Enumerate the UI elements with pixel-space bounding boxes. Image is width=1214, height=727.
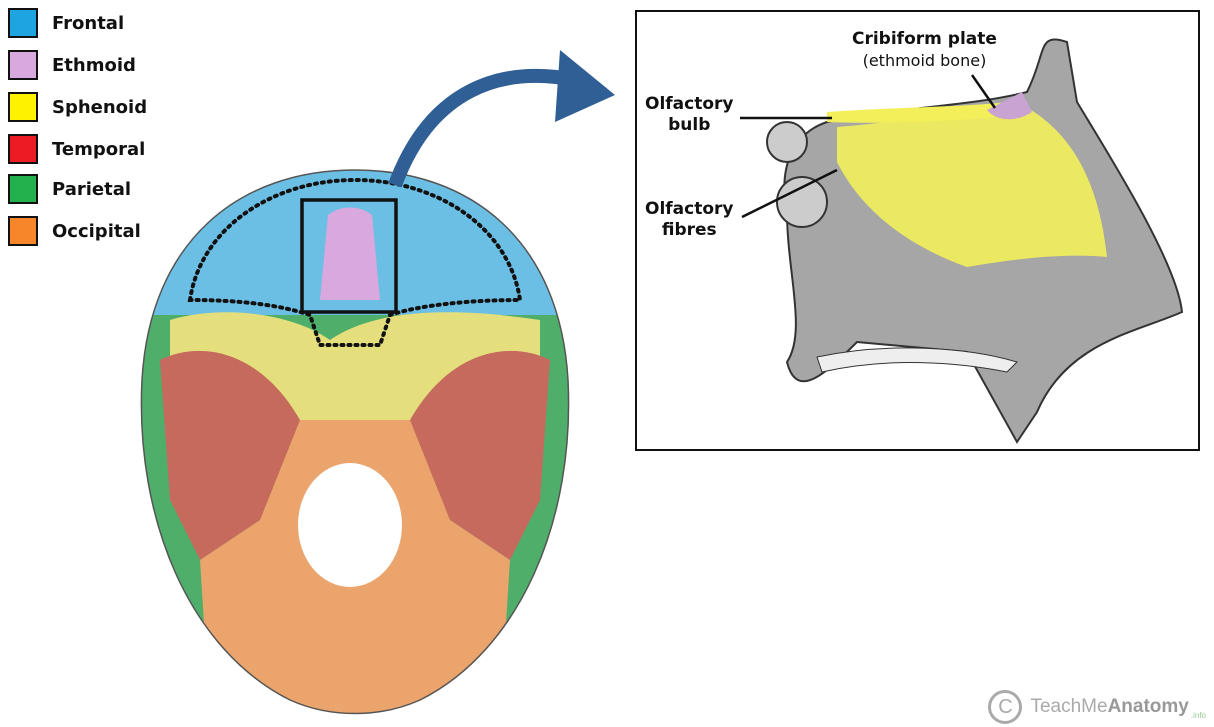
olfactory-fibres — [837, 102, 1107, 267]
ethmoid-swatch — [8, 50, 38, 80]
olfactory-fibres-label: Olfactory fibres — [645, 199, 734, 241]
fibres-line2: fibres — [661, 220, 717, 240]
watermark-light: TeachMe — [1030, 696, 1108, 717]
temporal-swatch — [8, 134, 38, 164]
cribriform-plate — [987, 92, 1032, 120]
watermark-bold: Anatomy — [1107, 696, 1189, 717]
legend-item-parietal: Parietal — [8, 172, 131, 206]
zoom-box — [300, 198, 398, 314]
bulb-line1: Olfactory — [645, 94, 734, 114]
copyright-icon: C — [988, 690, 1023, 724]
frontal-swatch — [8, 8, 38, 38]
legend-label: Temporal — [52, 138, 146, 160]
arrow-curve — [388, 68, 577, 188]
ethmoid-region — [320, 207, 380, 300]
legend-label: Frontal — [52, 12, 125, 34]
cribriform-title: Cribiform plate — [852, 29, 997, 49]
olfactory-bulb-label: Olfactory bulb — [645, 94, 734, 136]
parietal-swatch — [8, 174, 38, 204]
cribriform-subtitle: (ethmoid bone) — [862, 51, 987, 70]
cribriform-label: Cribiform plate (ethmoid bone) — [852, 29, 997, 71]
legend-label: Occipital — [52, 220, 141, 242]
legend-item-sphenoid: Sphenoid — [8, 90, 147, 124]
legend-item-temporal: Temporal — [8, 132, 145, 166]
legend-label: Parietal — [52, 178, 132, 200]
legend-item-occipital: Occipital — [8, 214, 141, 248]
legend-label: Sphenoid — [52, 96, 148, 118]
sphenoid-swatch — [8, 92, 38, 122]
legend-label: Ethmoid — [52, 54, 136, 76]
fibres-line1: Olfactory — [645, 199, 734, 219]
fibres-leader-line — [741, 168, 838, 219]
legend-item-ethmoid: Ethmoid — [8, 48, 136, 82]
frontal-boundary-dotted — [187, 177, 523, 347]
occipital-swatch — [8, 216, 38, 246]
watermark-suffix: .info — [1190, 711, 1206, 720]
cribriform-leader-line — [970, 74, 997, 109]
nasal-cavity-illustration — [740, 38, 1184, 444]
arrow-head-icon — [555, 50, 615, 122]
foramen-magnum — [298, 463, 402, 587]
legend-item-frontal: Frontal — [8, 6, 124, 40]
olfactory-bulb — [827, 102, 1007, 123]
temporal-region-left — [160, 350, 330, 560]
inset-panel: Cribiform plate (ethmoid bone) Olfactory… — [635, 10, 1200, 451]
temporal-region-right — [380, 350, 550, 560]
bulb-line2: bulb — [668, 115, 711, 135]
